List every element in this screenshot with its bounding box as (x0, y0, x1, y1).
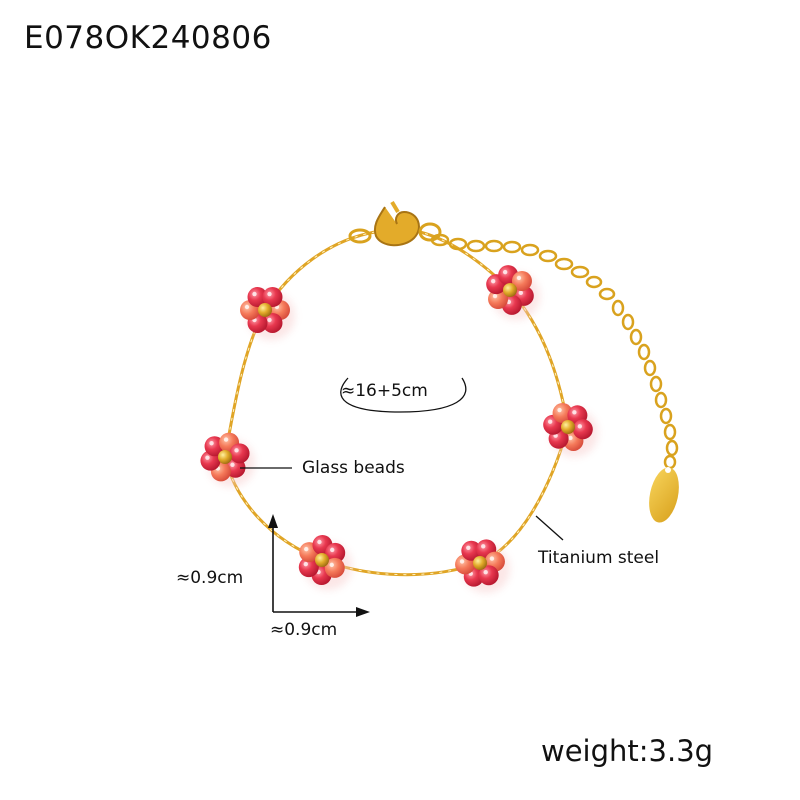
titanium-steel-label: Titanium steel (538, 548, 660, 568)
gold-center-bead (218, 450, 232, 464)
glass-bead (572, 419, 593, 440)
lobster-clasp (348, 200, 442, 247)
glass-bead-flowers (200, 265, 598, 593)
annotation-lines (240, 377, 564, 617)
gold-center-bead (561, 420, 575, 434)
glass-bead (461, 540, 482, 561)
glass-bead (262, 287, 283, 308)
glass-bead (324, 557, 345, 578)
gold-center-bead (473, 556, 487, 570)
weight-label: weight:3.3g (541, 734, 714, 768)
glass-bead (478, 565, 499, 586)
oval-tag (649, 467, 679, 523)
flower-width-label: ≈0.9cm (270, 620, 338, 640)
glass-bead (229, 443, 250, 464)
gold-center-bead (315, 553, 329, 567)
extender-chain (430, 233, 679, 470)
flower (200, 432, 255, 487)
titanium-leader (535, 515, 564, 541)
glass-bead (511, 270, 532, 291)
glass-bead (298, 557, 319, 578)
flower (298, 535, 352, 590)
arrow-right-icon (356, 607, 370, 617)
flower (455, 539, 510, 593)
glass-bead (552, 403, 573, 424)
length-arc (340, 377, 467, 413)
flower-height-label: ≈0.9cm (176, 568, 244, 588)
flower (240, 287, 295, 340)
glass-bead (325, 542, 346, 563)
flower (543, 403, 598, 457)
glass-beads-label: Glass beads (302, 458, 405, 478)
product-sku: E078OK240806 (24, 20, 272, 56)
flower (486, 265, 540, 320)
length-label: ≈16+5cm (341, 381, 428, 401)
gold-center-bead (258, 303, 272, 317)
gold-center-bead (503, 283, 517, 297)
glass-bead (247, 287, 268, 308)
arrow-up-icon (268, 514, 278, 528)
glass-bead (262, 312, 283, 333)
glass-bead (488, 289, 509, 310)
